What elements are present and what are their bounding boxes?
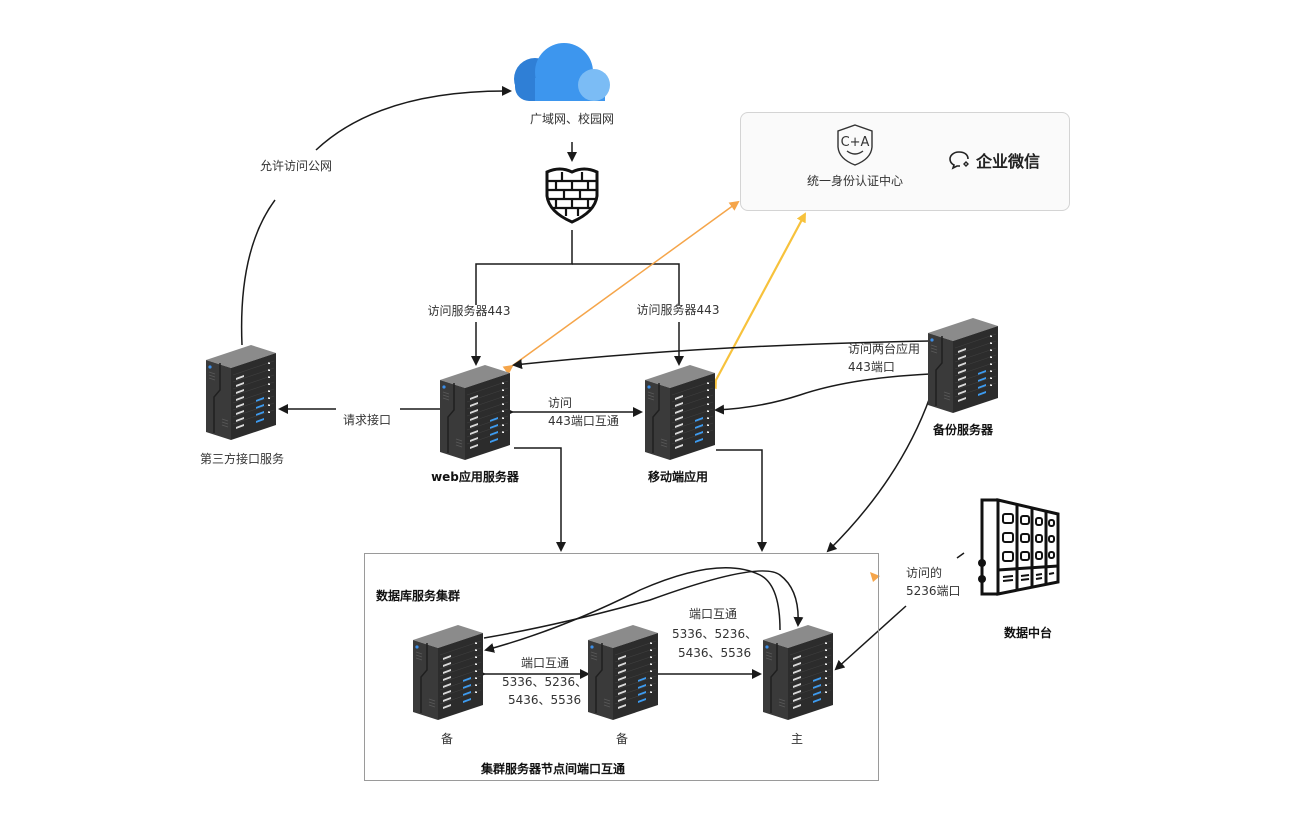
allow-public-label: 允许访问公网 [259, 159, 333, 173]
edge-db-main-to-backup1 [484, 567, 781, 653]
edge-web-db [514, 447, 566, 552]
wechat-work-icon [949, 151, 969, 170]
edge-dataplat-top [956, 552, 965, 559]
edge-dataplat-db [834, 605, 907, 671]
backup-edge-label-1: 访问两台应用 [848, 342, 921, 356]
db-right-ports-1: 5336、5236、 [672, 627, 758, 641]
third-party-server-icon [206, 345, 276, 440]
edge-auth-web [502, 200, 740, 375]
auth-center-label: 统一身份认证中心 [806, 174, 904, 188]
db-member-label-2: 备 [615, 732, 629, 746]
edge-backup-mobile [714, 373, 931, 415]
auth-badge-text: C+A [840, 135, 870, 150]
db-cluster-panel [364, 553, 879, 781]
data-rack-icon [978, 498, 1060, 596]
edge-mobile-db [716, 449, 767, 552]
web-mobile-label-1: 访问 [548, 396, 573, 410]
edge-allow-public-upper [315, 85, 512, 151]
wechat-work-label: 企业微信 [976, 152, 1041, 171]
web-mobile-label-2: 443端口互通 [548, 414, 619, 428]
data-platform-label: 数据中台 [1003, 626, 1053, 640]
mobile-app-label: 移动端应用 [647, 470, 709, 484]
db-right-title: 端口互通 [688, 607, 738, 621]
db-cluster-title: 数据库服务集群 [376, 589, 461, 603]
web-443-label: 访问服务器443 [427, 304, 511, 318]
dataplat-edge-label-2: 5236端口 [906, 584, 961, 598]
edge-auth-mobile [707, 212, 806, 390]
third-party-label: 第三方接口服务 [199, 452, 285, 466]
cloud-icon [514, 43, 610, 101]
edge-backup-web [512, 340, 931, 370]
dataplat-edge-label-1: 访问的 [906, 566, 943, 580]
db-right-ports-2: 5436、5536 [678, 646, 752, 660]
db-member-label-1: 备 [440, 732, 454, 746]
db-cluster-footer: 集群服务器节点间端口互通 [481, 762, 626, 776]
db-member-label-3: 主 [790, 732, 804, 746]
edge-backup-db [826, 396, 931, 553]
db-left-ports-1: 5336、5236、 [502, 675, 588, 689]
db-left-ports-2: 5436、5536 [508, 693, 582, 707]
wechat-work: 企业微信 [948, 148, 1040, 172]
edge-allow-public-lower [240, 199, 276, 346]
auth-center-panel [740, 112, 1070, 211]
web-server-label: web应用服务器 [431, 470, 519, 484]
edge-db-backup1-to-main [483, 570, 804, 639]
firewall-shield-icon [545, 167, 599, 224]
backup-server-label: 备份服务器 [932, 423, 994, 437]
backup-server-icon [928, 318, 998, 413]
shield-ca-icon [837, 124, 873, 166]
db-left-title: 端口互通 [520, 656, 570, 670]
mobile-443-label: 访问服务器443 [636, 303, 720, 317]
web-server-icon [440, 365, 510, 460]
backup-edge-label-2: 443端口 [848, 360, 895, 374]
internet-label: 广域网、校园网 [529, 112, 615, 126]
request-api-label: 请求接口 [342, 413, 392, 427]
orange-arrowhead [870, 572, 880, 582]
mobile-server-icon [645, 365, 715, 460]
